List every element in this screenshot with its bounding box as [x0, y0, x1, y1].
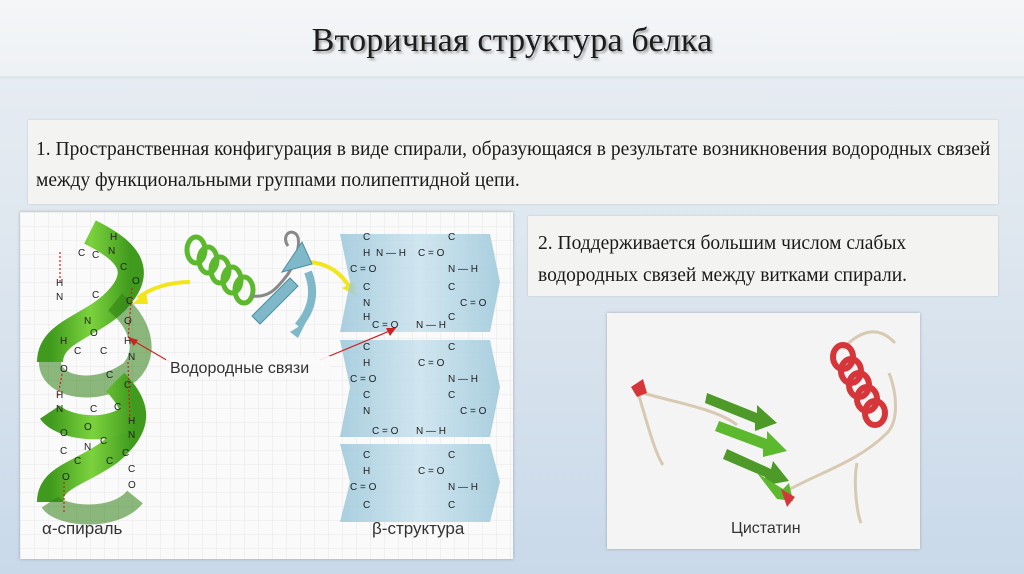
svg-text:N — H: N — H [448, 264, 478, 275]
svg-text:C = O: C = O [372, 426, 399, 437]
svg-text:N — H: N — H [416, 320, 446, 331]
secondary-structure-figure: H N C C C H N C O C N O O H C C H N O C … [20, 212, 513, 559]
alpha-helix-ribbon [37, 220, 152, 525]
svg-text:C: C [100, 346, 107, 357]
svg-text:C: C [448, 282, 455, 293]
svg-text:H: H [56, 278, 63, 289]
point-2-text: 2. Поддерживается большим числом слабых … [538, 233, 908, 286]
svg-text:O: O [60, 364, 68, 375]
svg-text:C: C [128, 464, 135, 475]
beta-structure-label: β-структура [372, 519, 465, 538]
svg-text:C: C [74, 456, 81, 467]
svg-text:H: H [363, 358, 370, 369]
svg-text:C: C [78, 248, 85, 259]
svg-text:O: O [132, 276, 140, 287]
svg-text:C: C [363, 450, 370, 461]
svg-text:C: C [114, 402, 121, 413]
svg-text:C: C [92, 290, 99, 301]
svg-text:C = O: C = O [350, 264, 377, 275]
svg-text:C: C [448, 342, 455, 353]
svg-text:N: N [128, 430, 135, 441]
svg-text:C: C [363, 342, 370, 353]
svg-text:O: O [124, 316, 132, 327]
svg-text:C: C [126, 296, 133, 307]
svg-text:H: H [124, 336, 131, 347]
svg-text:N — H: N — H [416, 426, 446, 437]
svg-text:C: C [363, 232, 370, 243]
svg-text:C = O: C = O [350, 482, 377, 493]
svg-text:O: O [128, 480, 136, 491]
svg-text:C: C [363, 282, 370, 293]
svg-text:C: C [448, 232, 455, 243]
svg-text:C = O: C = O [418, 466, 445, 477]
svg-text:O: O [84, 422, 92, 433]
svg-text:C: C [90, 404, 97, 415]
text-box-point-2: 2. Поддерживается большим числом слабых … [528, 216, 998, 296]
beta-atom-labels: C C H N — H C = O C = O N — H C C N C = … [350, 232, 487, 511]
svg-text:H: H [363, 248, 370, 259]
svg-text:N — H: N — H [448, 374, 478, 385]
svg-text:C: C [60, 446, 67, 457]
svg-text:C = O: C = O [460, 406, 487, 417]
text-box-point-1: 1. Пространственная конфигурация в виде … [28, 120, 998, 204]
svg-text:N: N [363, 406, 370, 417]
svg-text:C: C [448, 500, 455, 511]
mini-protein-model [184, 230, 317, 338]
svg-text:N: N [363, 298, 370, 309]
svg-text:C: C [100, 436, 107, 447]
svg-text:N: N [56, 404, 63, 415]
svg-text:C: C [122, 448, 129, 459]
svg-text:C: C [106, 456, 113, 467]
svg-text:O: O [90, 328, 98, 339]
svg-text:C = O: C = O [460, 298, 487, 309]
svg-text:H: H [363, 312, 370, 323]
title-bar [0, 0, 1024, 78]
svg-text:N: N [84, 442, 91, 453]
svg-text:N: N [84, 316, 91, 327]
svg-text:C: C [363, 500, 370, 511]
point-1-text: 1. Пространственная конфигурация в виде … [36, 139, 991, 191]
svg-text:C: C [92, 250, 99, 261]
beta-sheet-ribbon [340, 234, 500, 522]
svg-text:H: H [363, 466, 370, 477]
cystatin-helix [830, 342, 888, 428]
svg-text:C = O: C = O [418, 358, 445, 369]
svg-text:N: N [56, 292, 63, 303]
svg-text:C: C [120, 262, 127, 273]
svg-text:H: H [128, 416, 135, 427]
svg-text:C = O: C = O [350, 374, 377, 385]
slide-title: Вторичная структура белка [311, 22, 713, 59]
secondary-structure-diagram: H N C C C H N C O C N O O H C C H N O C … [20, 212, 513, 559]
svg-text:N — H: N — H [376, 248, 406, 259]
cystatin-caption: Цистатин [731, 520, 801, 537]
hbond-annotation: Водородные связи [128, 328, 396, 378]
cystatin-figure: Цистатин [607, 313, 920, 549]
helix-atom-labels: H N C C C H N C O C N O O H C C H N O C … [56, 232, 140, 491]
svg-text:H: H [110, 232, 117, 243]
hbond-label: Водородные связи [170, 360, 309, 377]
cystatin-beta-strands [705, 393, 793, 501]
svg-text:C: C [448, 450, 455, 461]
cystatin-red-tips [631, 379, 795, 507]
svg-text:C: C [448, 390, 455, 401]
helix-hbond-lines [57, 252, 133, 512]
svg-text:N: N [108, 246, 115, 257]
svg-text:C: C [363, 390, 370, 401]
svg-text:O: O [60, 428, 68, 439]
svg-text:C = O: C = O [418, 248, 445, 259]
alpha-helix-label: α-спираль [42, 519, 123, 538]
svg-text:C = O: C = O [372, 320, 399, 331]
svg-text:C: C [106, 370, 113, 381]
svg-text:H: H [56, 390, 63, 401]
title-divider [0, 76, 1024, 79]
svg-text:C: C [74, 346, 81, 357]
svg-text:H: H [60, 336, 67, 347]
svg-text:N — H: N — H [448, 482, 478, 493]
svg-text:O: O [62, 472, 70, 483]
svg-text:N: N [128, 352, 135, 363]
cystatin-model: Цистатин [631, 330, 897, 537]
svg-text:C: C [448, 312, 455, 323]
svg-text:C: C [124, 380, 131, 391]
